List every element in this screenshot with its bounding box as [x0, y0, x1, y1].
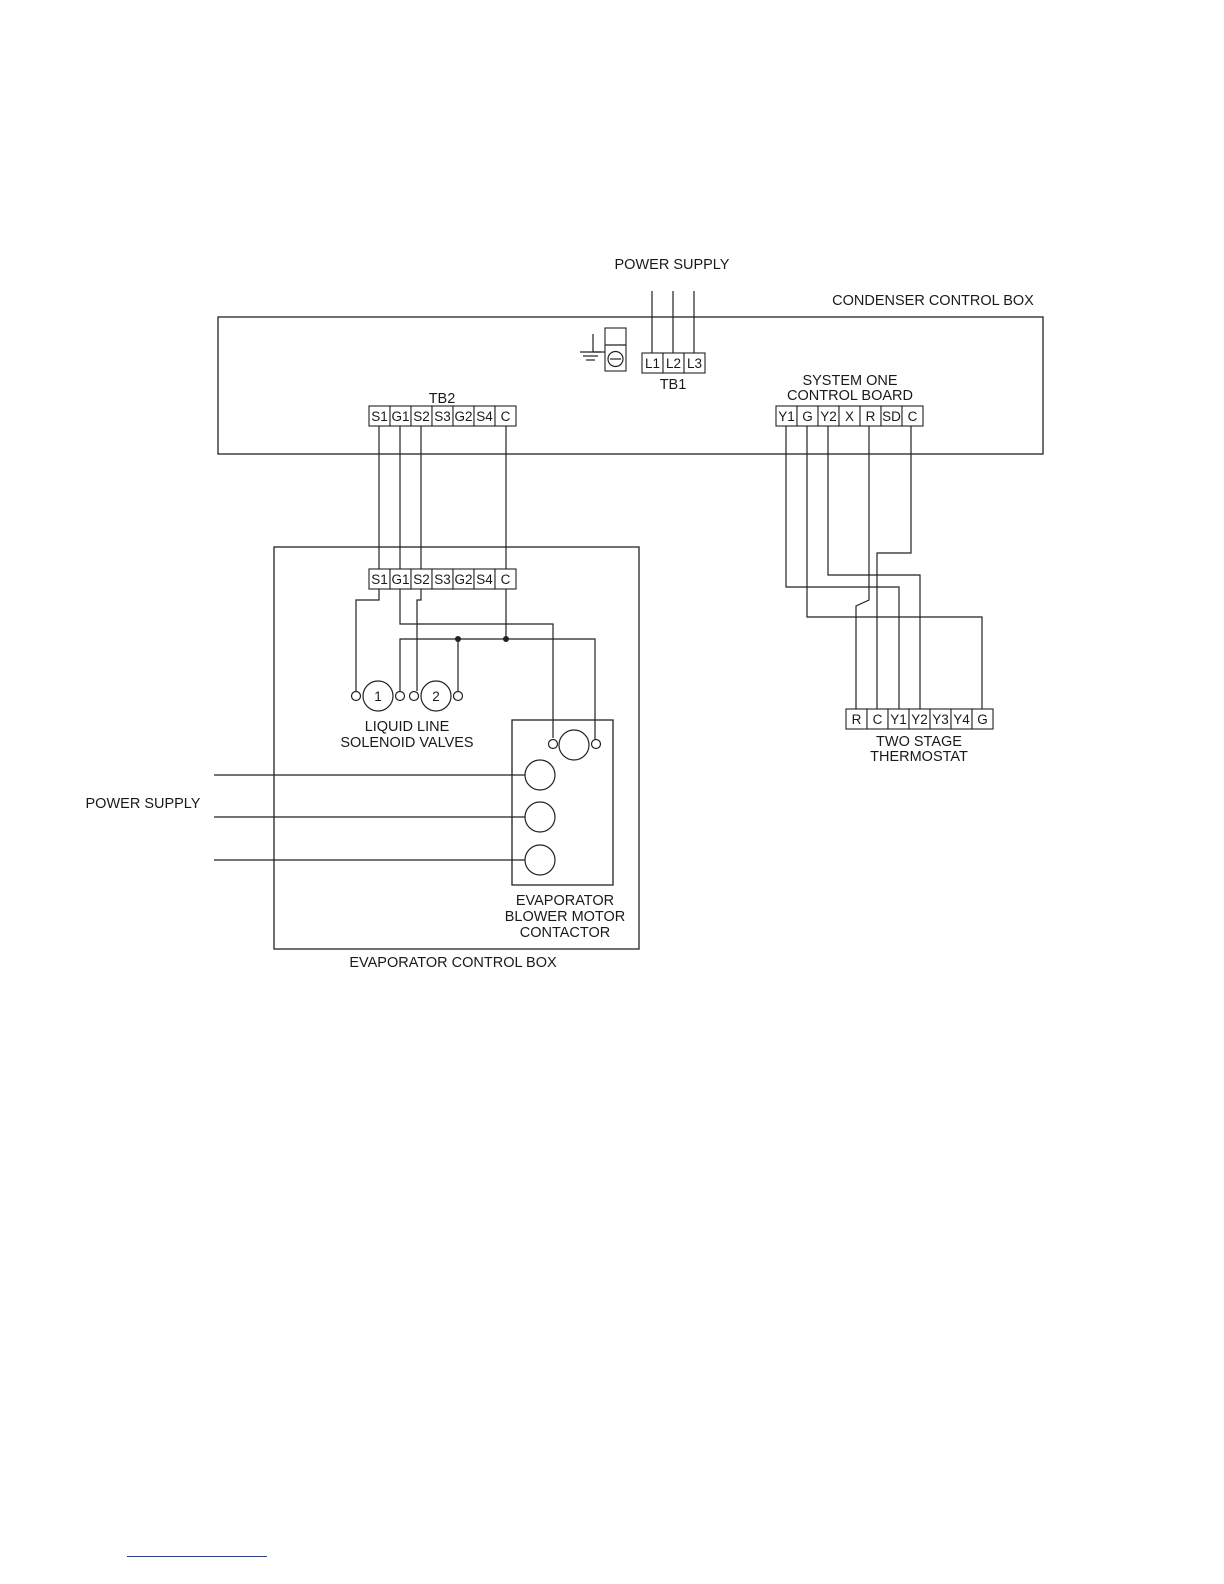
liquid-line-label-line1: LIQUID LINE [365, 719, 450, 735]
tb1-terminal-l2: L2 [666, 356, 681, 371]
solenoid-valve-1-number: 1 [374, 689, 382, 704]
evap-terminal-s2: S2 [413, 572, 430, 587]
evap-contactor-label-line2: BLOWER MOTOR [505, 909, 626, 925]
power-supply-left-lines [214, 775, 525, 860]
thermostat-terminal-g: G [977, 712, 988, 727]
board-terminal-x: X [845, 409, 854, 424]
thermostat-label-line1: TWO STAGE [876, 734, 962, 750]
thermostat-terminal-r: R [852, 712, 862, 727]
contactor-coil [549, 730, 601, 760]
ground-icon [580, 334, 605, 360]
tb2-terminal-g2: G2 [454, 409, 472, 424]
evap-terminal-s1: S1 [371, 572, 388, 587]
evap-internal-wires [356, 589, 595, 739]
tb2-terminal-c: C [501, 409, 511, 424]
ground-lug-icon [605, 328, 626, 371]
board-terminal-y2: Y2 [820, 409, 837, 424]
tb2-terminal-s2: S2 [413, 409, 430, 424]
thermostat-terminal-y1: Y1 [890, 712, 907, 727]
board-terminal-c: C [908, 409, 918, 424]
thermostat-terminal-c: C [873, 712, 883, 727]
thermostat-terminal-y2: Y2 [911, 712, 928, 727]
tb2-terminal-s3: S3 [434, 409, 451, 424]
evap-terminal-g1: G1 [391, 572, 409, 587]
tb2-terminal-s1: S1 [371, 409, 388, 424]
tb2-terminal-s4: S4 [476, 409, 493, 424]
tb1-label: TB1 [660, 377, 687, 393]
tb1-terminal-strip: L1 L2 L3 [642, 353, 705, 373]
evap-contactor-label-line3: CONTACTOR [520, 925, 611, 941]
liquid-line-label-line2: SOLENOID VALVES [340, 735, 473, 751]
board-terminal-g: G [802, 409, 813, 424]
thermostat-terminal-y3: Y3 [932, 712, 949, 727]
solenoid-valve-2-right-terminal [454, 692, 463, 701]
solenoid-valve-1-left-terminal [352, 692, 361, 701]
solenoid-valve-2-left-terminal [410, 692, 419, 701]
board-terminal-y1: Y1 [778, 409, 795, 424]
power-supply-left-label: POWER SUPPLY [86, 796, 201, 812]
solenoid-valve-2-number: 2 [432, 689, 440, 704]
contactor-contacts [525, 760, 555, 875]
tb2-label: TB2 [429, 391, 456, 407]
evap-terminal-g2: G2 [454, 572, 472, 587]
condenser-control-box [218, 317, 1043, 454]
system-one-label-line2: CONTROL BOARD [787, 388, 913, 404]
tb2-terminal-g1: G1 [391, 409, 409, 424]
board-terminal-r: R [866, 409, 876, 424]
thermostat-terminal-y4: Y4 [953, 712, 970, 727]
footer-link-rule[interactable] [127, 1556, 267, 1557]
power-supply-top-label: POWER SUPPLY [615, 257, 730, 273]
evap-terminal-s4: S4 [476, 572, 493, 587]
evap-terminal-s3: S3 [434, 572, 451, 587]
tb1-terminal-l3: L3 [687, 356, 702, 371]
solenoid-valve-1-right-terminal [396, 692, 405, 701]
board-to-thermostat-wires [786, 426, 982, 709]
board-terminal-sd: SD [882, 409, 901, 424]
tb1-terminal-l1: L1 [645, 356, 660, 371]
evaporator-control-box-label: EVAPORATOR CONTROL BOX [349, 955, 557, 971]
condenser-control-box-label: CONDENSER CONTROL BOX [832, 293, 1034, 309]
thermostat-label-line2: THERMOSTAT [870, 749, 968, 765]
system-one-label-line1: SYSTEM ONE [802, 373, 897, 389]
evap-contactor-label-line1: EVAPORATOR [516, 893, 614, 909]
power-supply-top-lines [652, 291, 694, 353]
evap-terminal-c: C [501, 572, 511, 587]
